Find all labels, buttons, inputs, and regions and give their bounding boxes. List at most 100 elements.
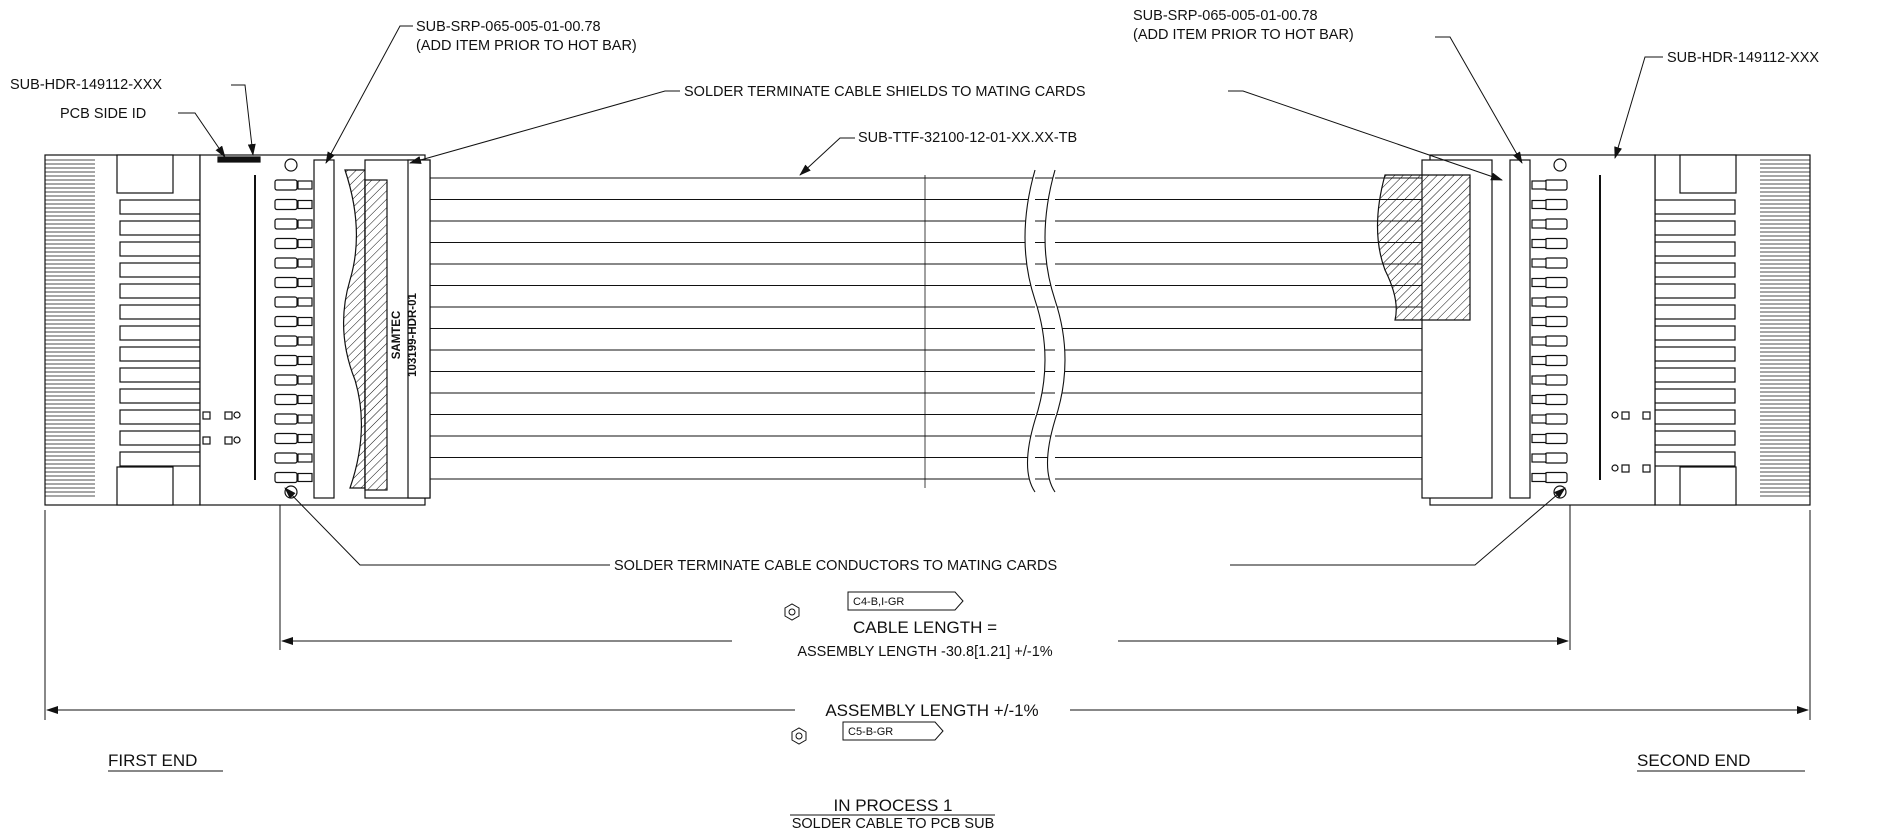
right-srp-strip [1509, 159, 1531, 499]
second-end-label: SECOND END [1637, 751, 1750, 770]
left-pad [274, 179, 298, 191]
right-slot [1654, 262, 1736, 278]
right-pad [1544, 374, 1568, 386]
hex-symbol-assembly [791, 727, 807, 745]
ribbon-cable [430, 169, 1422, 493]
callout-leaders [178, 25, 1663, 566]
right-pad-tab [1531, 180, 1547, 190]
right-pad [1544, 452, 1568, 464]
left-pad [274, 335, 298, 347]
right-slot [1654, 346, 1736, 362]
right-pad [1544, 257, 1568, 269]
left-pad-tab [297, 375, 313, 385]
cable-break-symbol [1024, 169, 1066, 493]
left-pad-tab [297, 472, 313, 483]
leader-hdr-left [231, 84, 256, 156]
right-pad [1544, 315, 1568, 328]
left-pad-tab [297, 180, 313, 190]
left-pad-tab [297, 414, 313, 424]
first-end-assembly: SAMTEC 103199-HDR-01 [44, 154, 431, 506]
right-pad-tab [1531, 375, 1547, 385]
right-slot [1654, 283, 1736, 299]
right-pad-tab [1531, 414, 1547, 424]
left-pad-tab [297, 199, 313, 210]
right-pad [1544, 296, 1568, 308]
right-pad-tab [1531, 394, 1547, 405]
right-slot [1654, 430, 1736, 446]
right-pad [1544, 393, 1568, 406]
right-pad [1544, 432, 1568, 445]
right-pad [1544, 471, 1568, 484]
leader-cable-part [799, 137, 855, 176]
right-slot [1654, 409, 1736, 425]
right-slot [1654, 367, 1736, 383]
right-pad-tab [1531, 336, 1547, 346]
left-card-hatch [364, 179, 388, 491]
left-hole-top [284, 158, 298, 172]
left-pad-tab [297, 238, 313, 249]
right-pad-tab [1531, 199, 1547, 210]
left-pad-tab [297, 453, 313, 463]
left-pad [274, 237, 298, 250]
left-pad [274, 296, 298, 308]
cable-length-line2: ASSEMBLY LENGTH -30.8[1.21] +/-1% [797, 644, 1052, 660]
left-latch-top [116, 154, 174, 194]
right-pad [1544, 276, 1568, 289]
left-pad-tab [297, 316, 313, 327]
pcb-side-id-mark [217, 156, 261, 163]
right-pad [1544, 413, 1568, 425]
cable-part-label: SUB-TTF-32100-12-01-XX.XX-TB [858, 130, 1077, 146]
left-pad [274, 432, 298, 445]
cable-conductors [430, 177, 1422, 480]
leader-srp-right [1435, 36, 1523, 164]
right-pad [1544, 218, 1568, 230]
right-latch-bottom [1679, 466, 1737, 506]
right-pad [1544, 354, 1568, 367]
left-pad [274, 218, 298, 230]
right-slot [1654, 220, 1736, 236]
right-pad-tab [1531, 472, 1547, 483]
right-connector-pins [1654, 159, 1810, 497]
right-pad-tab [1531, 297, 1547, 307]
left-pad-tab [297, 355, 313, 366]
leader-hdr-right [1614, 56, 1663, 159]
left-small-squares [202, 411, 241, 445]
view-title: IN PROCESS 1 [833, 796, 952, 815]
card-marking-line2: 103199-HDR-01 [407, 293, 419, 377]
left-pad [274, 413, 298, 425]
leader-conductors-right [1230, 487, 1566, 566]
left-pad-tab [297, 336, 313, 346]
labels: SUB-SRP-065-005-01-00.78 (ADD ITEM PRIOR… [10, 8, 1819, 830]
left-pad [274, 198, 298, 211]
left-latch-bottom [116, 466, 174, 506]
left-pad [274, 276, 298, 289]
left-pad [274, 257, 298, 269]
left-pad [274, 393, 298, 406]
left-slot [119, 304, 201, 320]
leader-srp-left [325, 25, 413, 164]
left-pad [274, 471, 298, 484]
srp-left-note-label: (ADD ITEM PRIOR TO HOT BAR) [416, 38, 637, 54]
conductors-label: SOLDER TERMINATE CABLE CONDUCTORS TO MAT… [614, 558, 1057, 574]
left-slot [119, 388, 201, 404]
left-slot [119, 220, 201, 236]
right-slot [1654, 304, 1736, 320]
cable-length-line1: CABLE LENGTH = [853, 618, 997, 637]
left-slot [119, 430, 201, 446]
left-pad [274, 452, 298, 464]
assembly-length-label: ASSEMBLY LENGTH +/-1% [825, 701, 1038, 720]
left-srp-strip [313, 159, 335, 499]
srp-left-part-label: SUB-SRP-065-005-01-00.78 [416, 19, 601, 35]
dimension-lines [44, 505, 1811, 816]
right-hole-top [1553, 158, 1567, 172]
right-pad [1544, 179, 1568, 191]
right-shield-area [1376, 174, 1471, 321]
leader-shields-left [409, 90, 680, 164]
hex-symbol-cable [784, 603, 800, 621]
left-slot [119, 367, 201, 383]
left-pad [274, 354, 298, 367]
right-pad-tab [1531, 258, 1547, 268]
left-slot [119, 199, 201, 215]
left-pad-tab [297, 297, 313, 307]
